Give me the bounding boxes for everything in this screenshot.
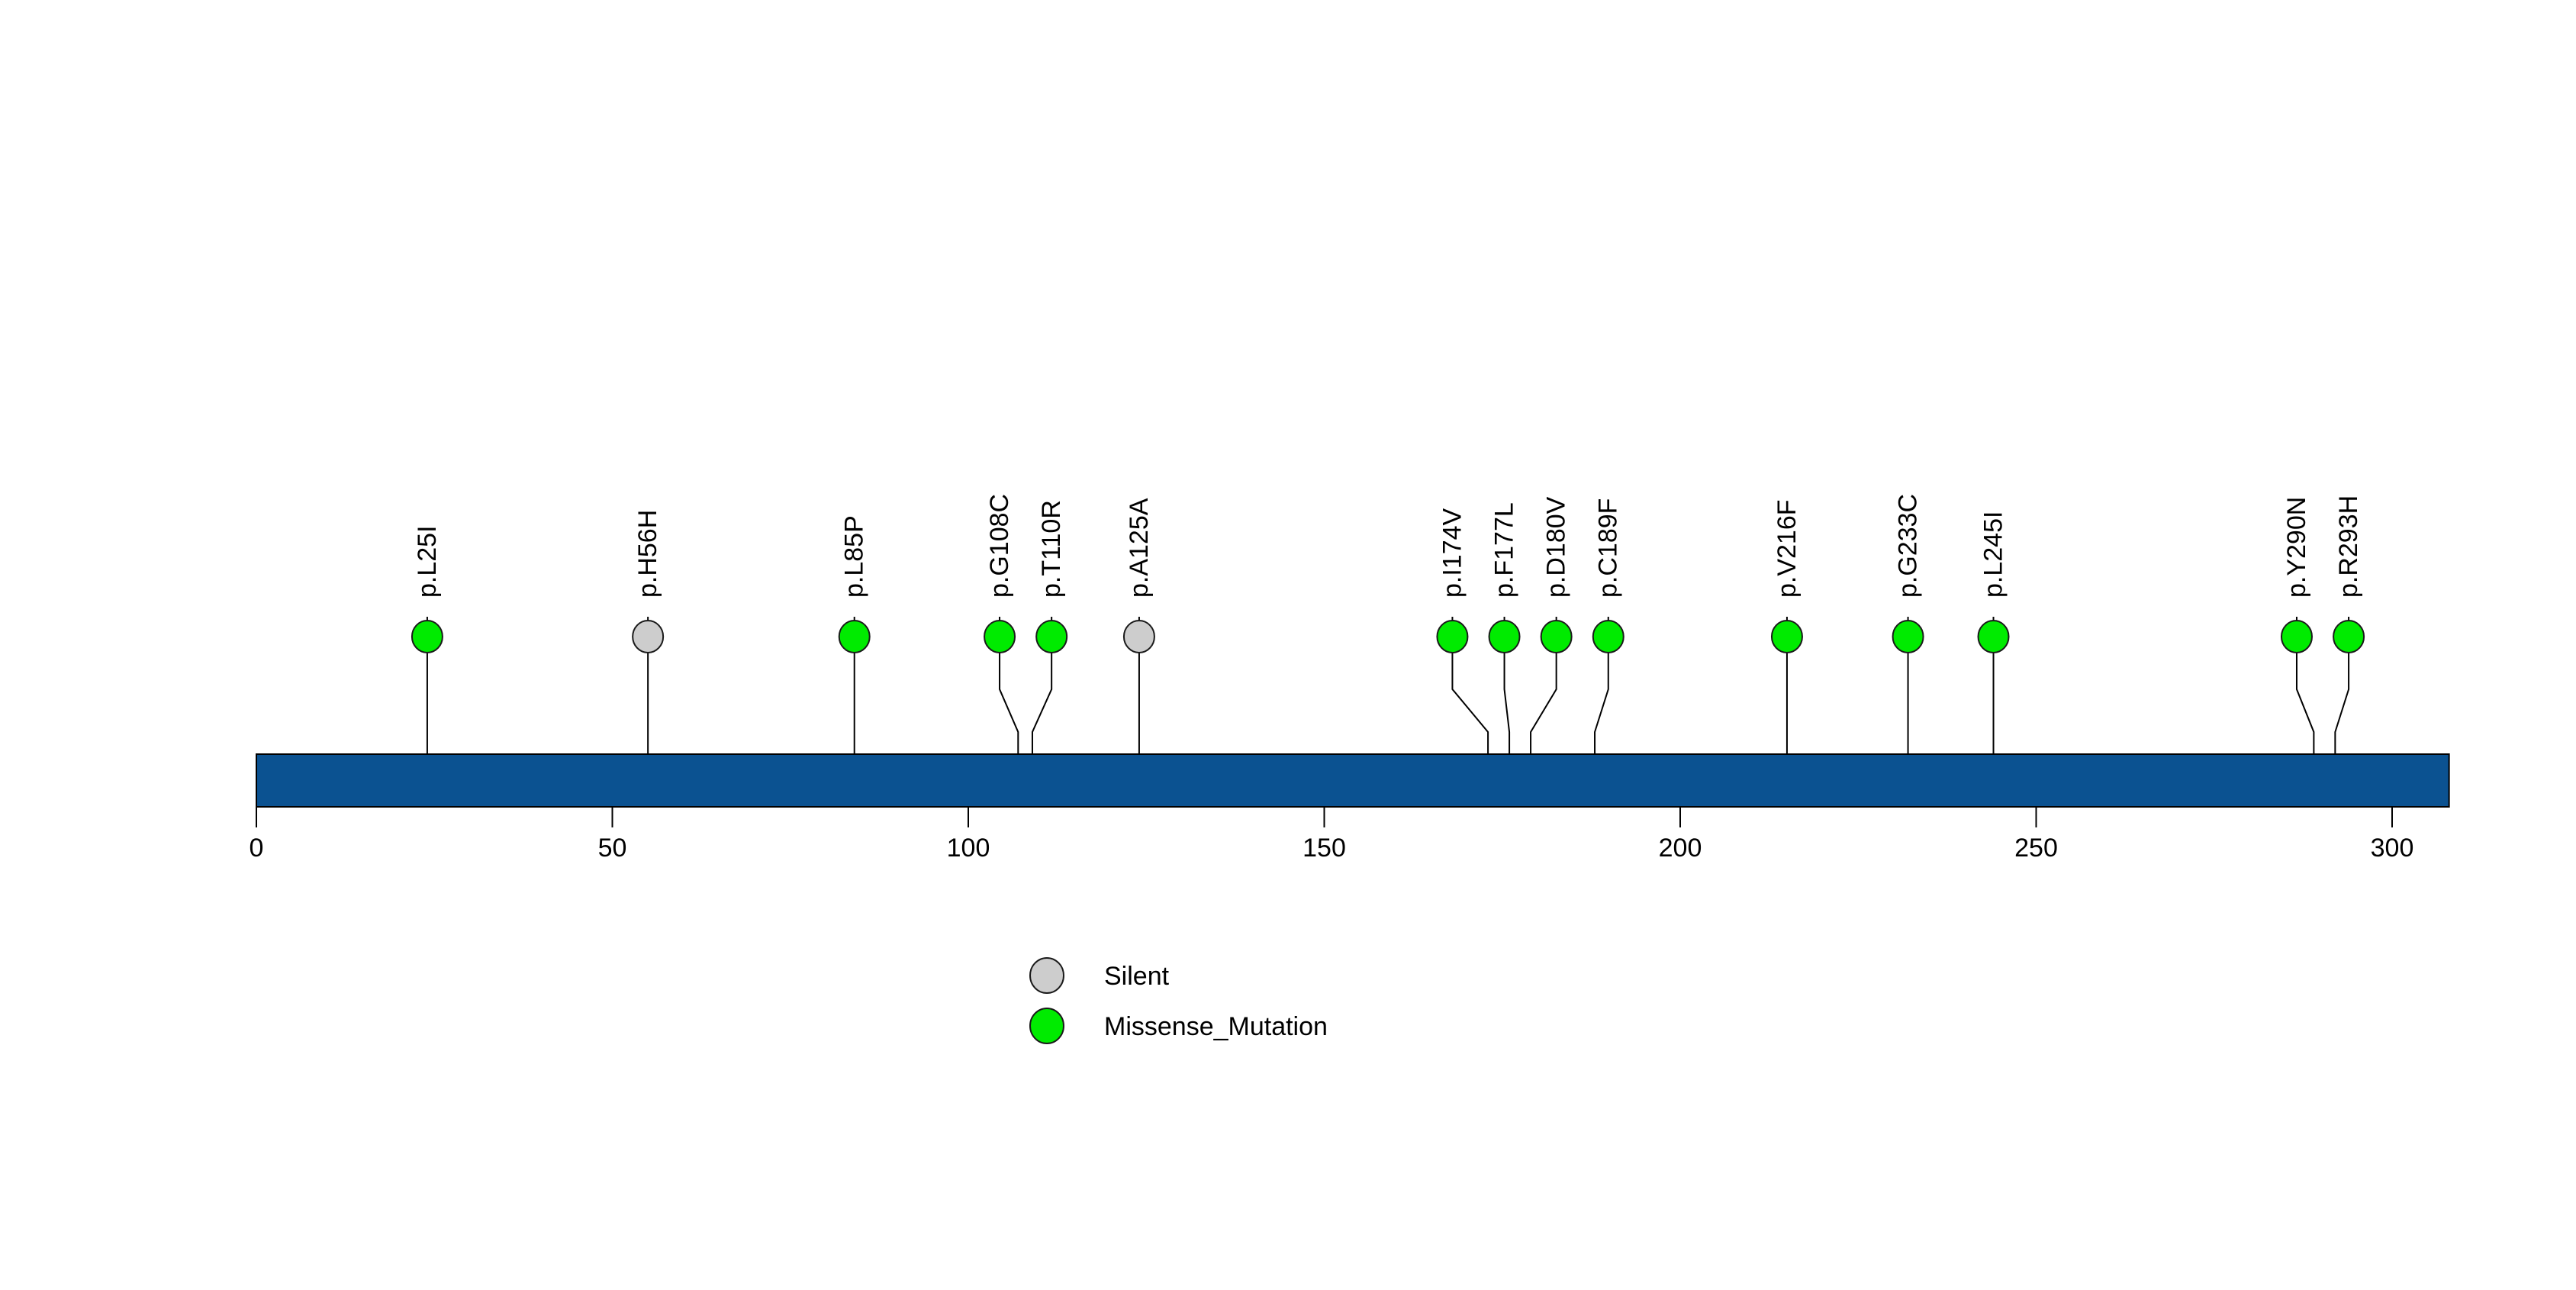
- mutation-circle-p.D180V: [1540, 620, 1573, 653]
- axis-tick-label: 0: [250, 834, 264, 863]
- mutation-circle-p.L85P: [838, 620, 871, 653]
- legend-swatch-silent: [1029, 957, 1064, 994]
- mutation-circle-p.L245I: [1977, 620, 2010, 653]
- mutation-label: p.F177L: [1489, 502, 1518, 598]
- mutation-circle-p.Y290N: [2280, 620, 2313, 653]
- legend-swatch-missense_mutation: [1029, 1008, 1064, 1044]
- mutation-circle-p.G233C: [1892, 620, 1924, 653]
- mutation-circle-p.V216F: [1770, 620, 1803, 653]
- mutation-circle-p.H56H: [632, 620, 665, 653]
- mutation-label: p.G108C: [985, 494, 1014, 598]
- mutation-label: p.R293H: [2334, 495, 2363, 598]
- protein-backbone-bar: [256, 753, 2450, 808]
- mutation-label: p.T110R: [1037, 500, 1066, 598]
- mutation-circle-p.R293H: [2333, 620, 2365, 653]
- mutation-label: p.H56H: [633, 510, 662, 598]
- axis-tick-label: 100: [947, 834, 990, 863]
- axis-tick-label: 300: [2371, 834, 2414, 863]
- mutation-label: p.A125A: [1125, 498, 1154, 598]
- mutation-label: p.G233C: [1893, 494, 1922, 598]
- mutation-circle-p.C189F: [1592, 620, 1624, 653]
- mutation-circle-p.I174V: [1436, 620, 1469, 653]
- mutation-label: p.I174V: [1438, 508, 1467, 598]
- mutation-circle-p.A125A: [1122, 620, 1155, 653]
- mutation-label: p.D180V: [1542, 496, 1571, 598]
- mutation-circle-p.G108C: [984, 620, 1016, 653]
- axis-tick-label: 150: [1302, 834, 1346, 863]
- mutation-label: p.C189F: [1594, 498, 1623, 598]
- mutation-label: p.V216F: [1773, 499, 1802, 598]
- mutation-label: p.L85P: [840, 515, 869, 598]
- axis-tick-label: 200: [1659, 834, 1702, 863]
- mutation-label: p.Y290N: [2282, 497, 2311, 598]
- axis-tick-label: 250: [2014, 834, 2058, 863]
- mutation-circle-p.L25I: [411, 620, 443, 653]
- mutation-circle-p.T110R: [1035, 620, 1068, 653]
- legend-label: Missense_Mutation: [1104, 1012, 1328, 1041]
- axis-tick-label: 50: [598, 834, 627, 863]
- legend-label: Silent: [1104, 962, 1170, 991]
- mutation-label: p.L25I: [413, 525, 442, 598]
- mutation-circle-p.F177L: [1488, 620, 1521, 653]
- mutation-label: p.L245I: [1979, 511, 2008, 598]
